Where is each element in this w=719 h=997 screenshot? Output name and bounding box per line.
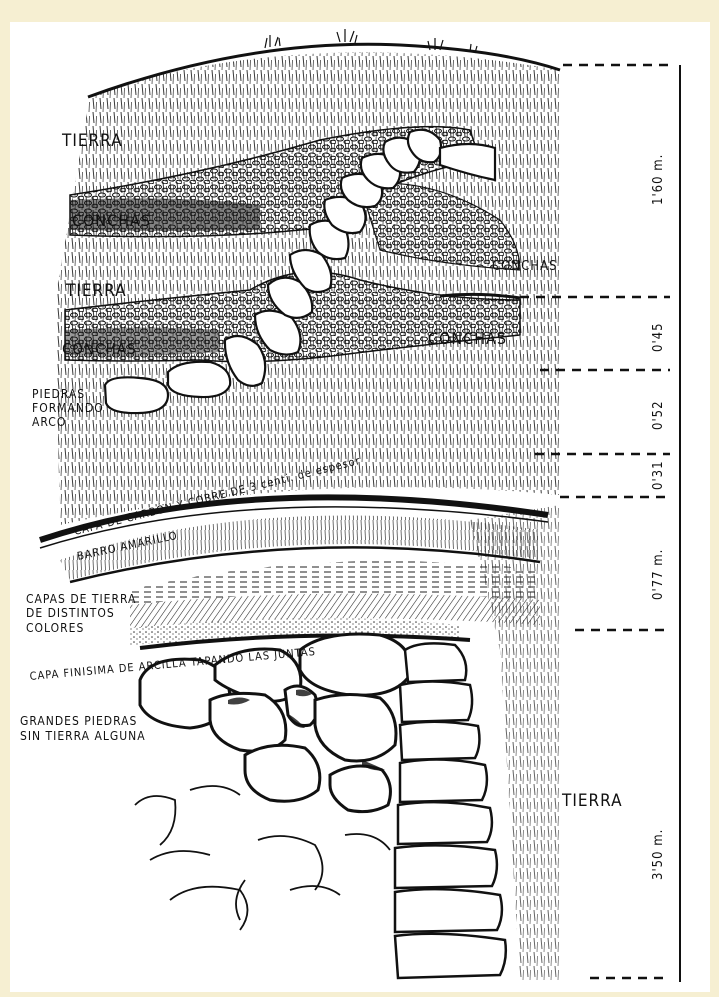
- label-tierra-top: TIERRA: [61, 131, 123, 151]
- scale-label-3: 0'52: [651, 400, 666, 430]
- scale-label-4: 0'31: [651, 460, 666, 490]
- label-tierra-right: TIERRA: [561, 791, 623, 811]
- label-grandes-line2: SIN TIERRA ALGUNA: [20, 729, 146, 743]
- label-carbon-layer: CAPA DE CARBÓN Y COBRE DE 3 centi. de es…: [73, 454, 362, 538]
- label-capa-finisima: CAPA FINISIMA DE ARCILLA TAPANDO LAS JUN…: [29, 645, 316, 683]
- label-conchas-right-top: CONCHAS: [492, 259, 558, 274]
- label-conchas-right-mid: CONCHAS: [428, 329, 507, 348]
- scale-label-2: 0'45: [651, 322, 666, 352]
- label-grandes-line1: GRANDES PIEDRAS: [20, 714, 137, 728]
- label-tierra-mid: TIERRA: [65, 281, 127, 301]
- scale-label-6: 3'50 m.: [651, 829, 666, 880]
- scale-label-1: 1'60 m.: [651, 154, 666, 205]
- label-piedras-line2: FORMANDO: [32, 401, 104, 415]
- label-piedras-line1: PIEDRAS: [32, 387, 85, 401]
- scale-label-5: 0'77 m.: [651, 549, 666, 600]
- label-conchas-left-mid: CONCHAS: [62, 340, 137, 358]
- label-capas-line3: COLORES: [26, 621, 84, 635]
- label-capas-line2: DE DISTINTOS: [26, 606, 115, 620]
- label-capas-line1: CAPAS DE TIERRA: [26, 592, 136, 606]
- label-piedras-line3: ARCO: [32, 415, 66, 429]
- label-conchas-left-top: CONCHAS: [72, 211, 151, 230]
